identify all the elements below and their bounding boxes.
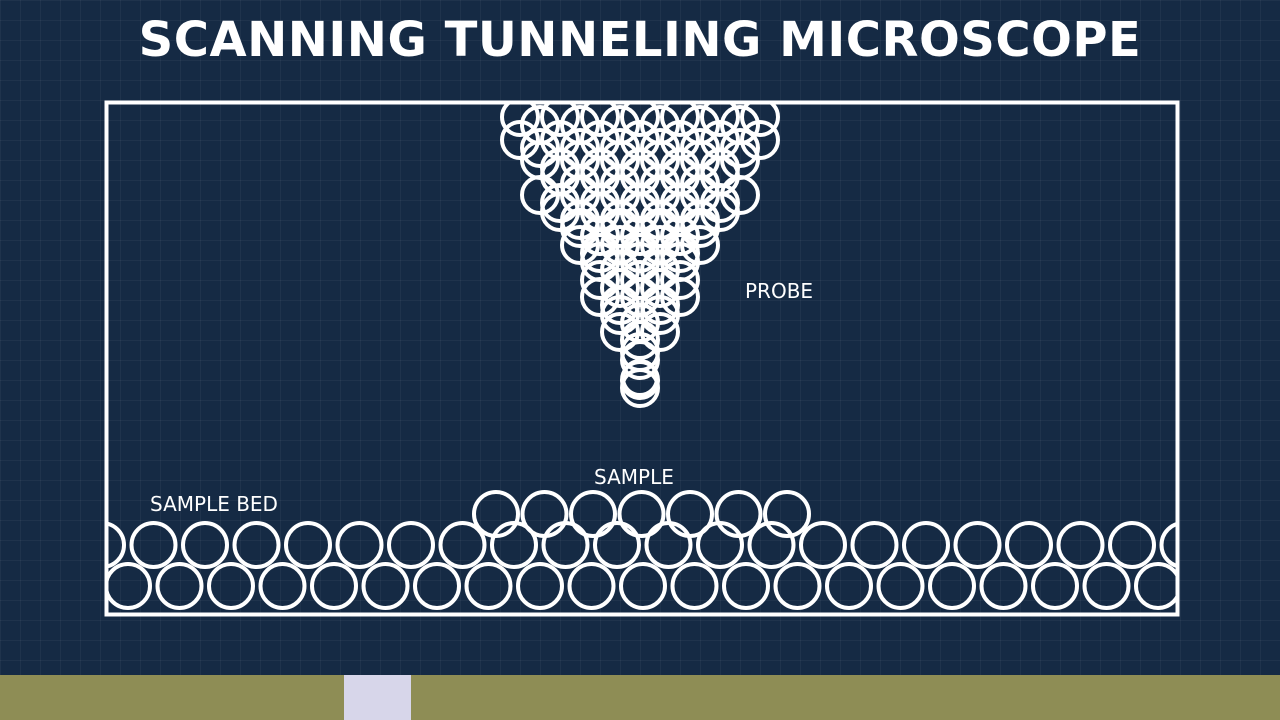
sample-atom xyxy=(763,490,811,538)
sample-atom xyxy=(666,490,714,538)
probe-atom xyxy=(700,104,740,137)
sample-bed-atom xyxy=(464,562,513,610)
probe-atom xyxy=(720,128,760,168)
microscope-frame xyxy=(104,100,1180,617)
probe-atom xyxy=(520,128,560,168)
probe-atom xyxy=(640,295,680,335)
sample-label: SAMPLE xyxy=(594,465,674,489)
sample-bed-atom xyxy=(1031,562,1079,610)
probe-atom xyxy=(560,208,600,248)
sample-bed-atom xyxy=(799,521,847,569)
sample-bed-atom xyxy=(310,562,358,610)
sample-bed-atom xyxy=(644,521,693,569)
probe-atom xyxy=(540,104,580,137)
probe-atom xyxy=(660,104,700,137)
probe-atom xyxy=(640,312,680,352)
sample-bed-atom xyxy=(953,521,1002,569)
sample-bed-atom xyxy=(541,521,590,569)
sample-bed-atom xyxy=(1056,521,1105,569)
sample-bed-atom xyxy=(207,562,255,610)
diagram-title: SCANNING TUNNELING MICROSCOPE xyxy=(138,12,1142,68)
bottom-bar xyxy=(0,675,1280,720)
sample-bed-atom xyxy=(979,562,1028,610)
probe-atom xyxy=(740,120,780,160)
sample-bed-atom xyxy=(902,521,950,569)
probe-atom xyxy=(620,332,660,372)
probe-atom xyxy=(740,104,780,137)
probe-atom xyxy=(580,260,620,300)
sample-bed-atom xyxy=(1134,562,1176,610)
sample-bed-atom xyxy=(284,521,332,569)
probe-atom xyxy=(620,104,660,137)
sample-bed-atom xyxy=(773,562,822,610)
sample-bed-atom xyxy=(1082,562,1131,610)
probe-atom xyxy=(620,320,660,360)
sample-bed-atom xyxy=(825,562,873,610)
sample-bed-atom xyxy=(129,521,178,569)
sample-bed-atom xyxy=(747,521,796,569)
sample-bed-atom xyxy=(413,562,461,610)
sample-atom xyxy=(714,490,763,538)
sample-bed-atom xyxy=(928,562,976,610)
probe-tip-atom xyxy=(621,359,659,397)
sample-bed-atom xyxy=(1108,521,1156,569)
sample-bed-atom xyxy=(258,562,307,610)
sample-bed-atom xyxy=(1159,522,1176,568)
sample-bed-atom xyxy=(155,562,204,610)
sample-atom xyxy=(569,490,617,538)
probe-atom xyxy=(580,104,620,137)
probe-atom xyxy=(620,260,660,300)
sample-atom xyxy=(472,490,520,538)
probe-atom xyxy=(500,104,540,137)
sample-bed-atom xyxy=(567,562,616,610)
probe-atom xyxy=(600,268,640,308)
probe-atom xyxy=(500,120,540,160)
probe-atom xyxy=(600,312,640,352)
sample-atom xyxy=(617,490,666,538)
sample-bed-atom xyxy=(670,562,719,610)
probe-atom xyxy=(580,216,620,256)
probe-label: PROBE xyxy=(745,279,813,303)
sample-bed-atom xyxy=(438,521,487,569)
probe-atom xyxy=(640,208,680,248)
sample-bed-atom xyxy=(108,521,126,569)
sample-bed-atom xyxy=(1005,521,1053,569)
bottom-marker xyxy=(344,675,411,720)
probe-atom xyxy=(620,216,660,256)
sample-bed-atom xyxy=(619,562,667,610)
sample-bed-atom xyxy=(232,521,281,569)
sample-bed-atom xyxy=(335,521,384,569)
probe-atom xyxy=(660,260,700,300)
sample-bed-atom xyxy=(850,521,899,569)
sample-atom xyxy=(520,490,569,538)
sample-bed-label: SAMPLE BED xyxy=(150,492,278,516)
probe-atom xyxy=(600,295,640,335)
sample-bed-atom xyxy=(181,521,229,569)
sample-bed-atom xyxy=(722,562,770,610)
atom-layer xyxy=(108,104,1176,610)
probe-atom xyxy=(600,208,640,248)
sample-bed-atom xyxy=(516,562,564,610)
sample-bed-atom xyxy=(108,562,152,610)
probe-atom xyxy=(680,208,720,248)
sample-bed-atom xyxy=(387,521,435,569)
sample-bed-atom xyxy=(876,562,925,610)
probe-atom xyxy=(660,216,700,256)
sample-bed-atom xyxy=(361,562,410,610)
probe-atom xyxy=(640,268,680,308)
sample-bed-atom xyxy=(593,521,641,569)
